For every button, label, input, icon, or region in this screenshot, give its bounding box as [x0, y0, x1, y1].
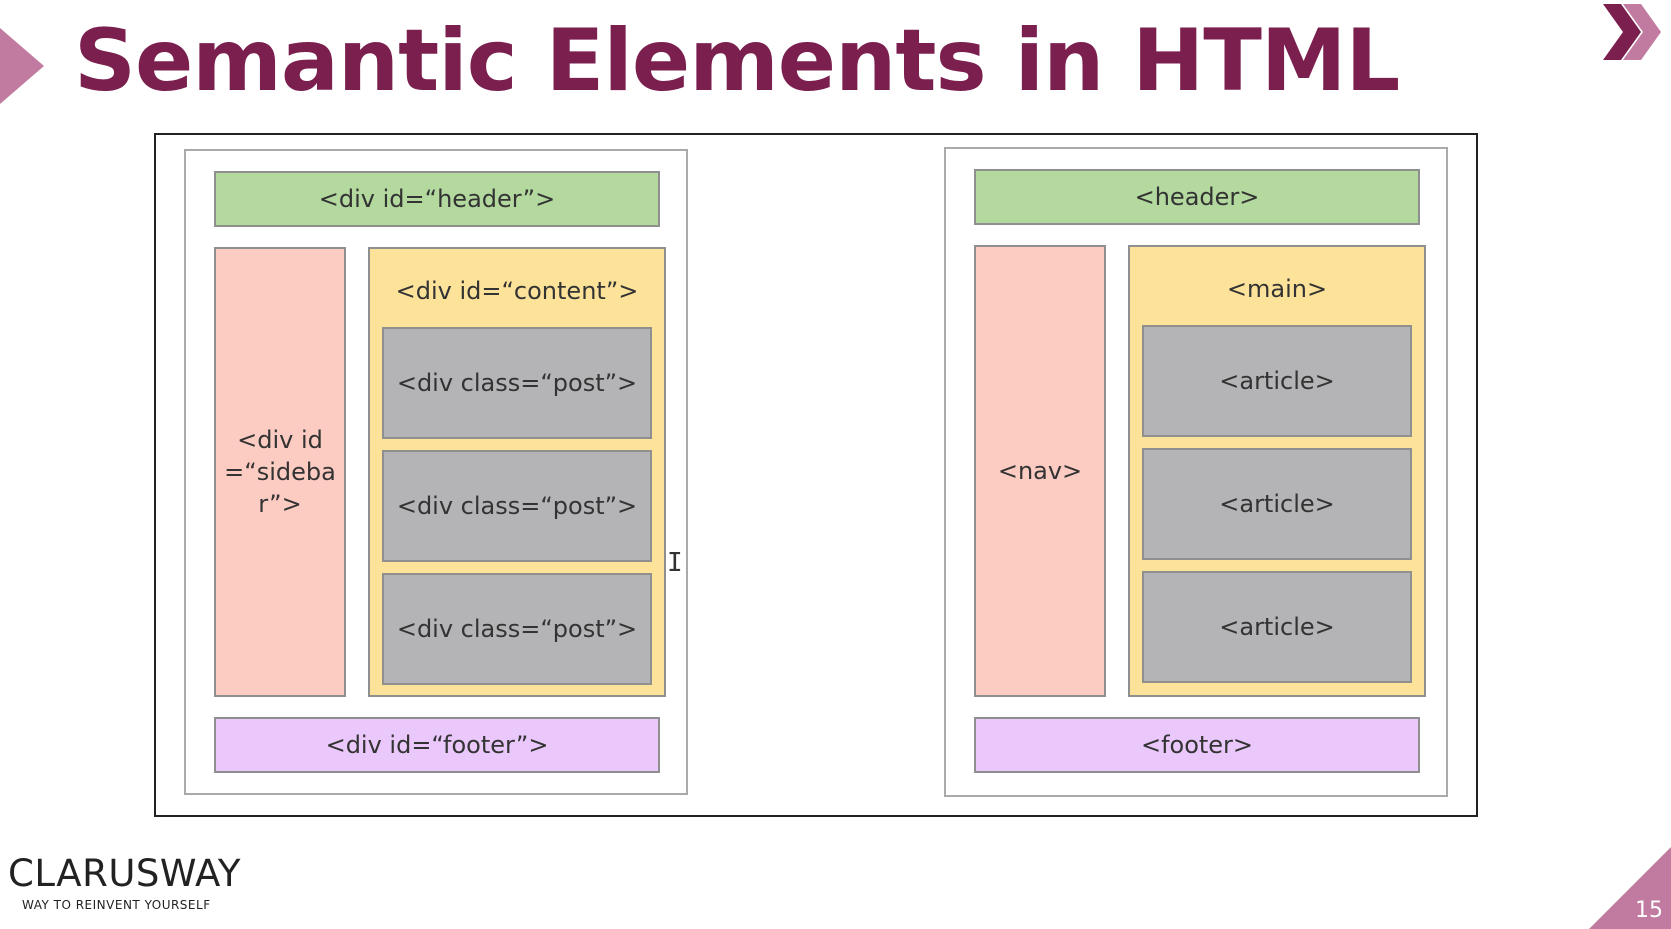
corner-tab-shape: [1589, 847, 1671, 929]
page-number: 15: [1635, 898, 1663, 923]
brand-logo: CLARUSWAY: [8, 852, 241, 895]
div-footer-box: <div id=“footer”>: [214, 717, 660, 773]
slide-title: Semantic Elements in HTML: [74, 11, 1400, 111]
main-label: <main>: [1226, 275, 1328, 303]
brand-chevron-icon: [1603, 4, 1661, 60]
article-box: <article>: [1142, 571, 1412, 683]
article-box: <article>: [1142, 448, 1412, 560]
div-sidebar-label: <div id=“sidebar”>: [224, 426, 336, 518]
div-content-box: <div id=“content”> <div class=“post”> <d…: [368, 247, 666, 697]
title-arrow-icon: [0, 28, 44, 104]
main-box: <main> <article> <article> <article>: [1128, 245, 1426, 697]
text-cursor-icon: I: [667, 548, 683, 578]
brand-tagline: WAY TO REINVENT YOURSELF: [22, 898, 211, 912]
div-content-label: <div id=“content”>: [395, 277, 639, 305]
header-box: <header>: [974, 169, 1420, 225]
article-box: <article>: [1142, 325, 1412, 437]
div-post-box: <div class=“post”>: [382, 327, 652, 439]
div-header-box: <div id=“header”>: [214, 171, 660, 227]
nav-box: <nav>: [974, 245, 1106, 697]
semantic-layout-panel: <header> <nav> <main> <article> <article…: [944, 147, 1448, 797]
div-layout-panel: <div id=“header”> <div id=“sidebar”> <di…: [184, 149, 688, 795]
div-post-box: <div class=“post”>: [382, 450, 652, 562]
div-post-box: <div class=“post”>: [382, 573, 652, 685]
div-sidebar-box: <div id=“sidebar”>: [214, 247, 346, 697]
diagram-frame: <div id=“header”> <div id=“sidebar”> <di…: [154, 133, 1478, 817]
footer-box: <footer>: [974, 717, 1420, 773]
